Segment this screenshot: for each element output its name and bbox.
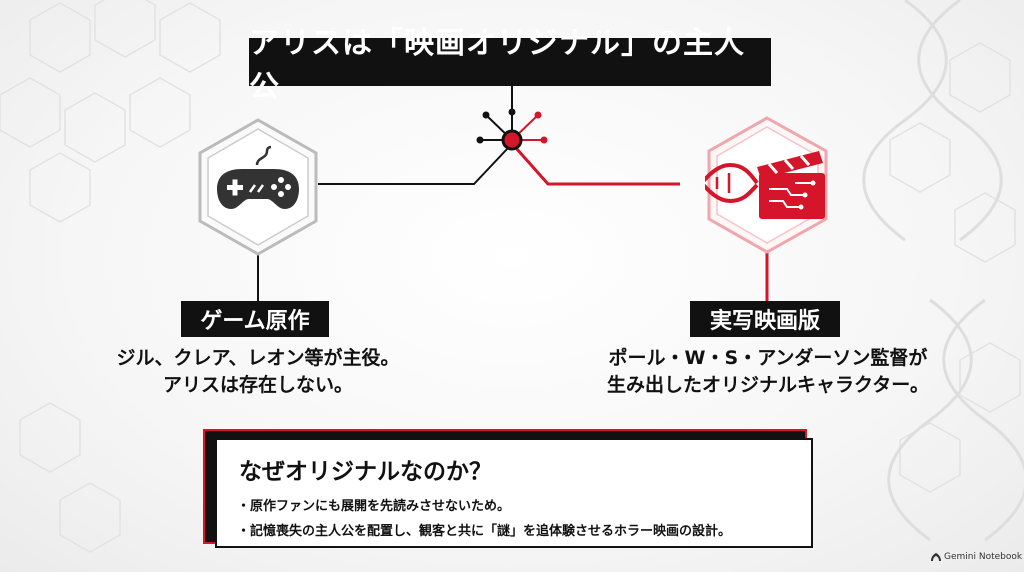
main-title: アリスは「映画オリジナル」の主人公 (249, 26, 771, 105)
game-hex (198, 118, 318, 256)
clapperboard-icon (757, 151, 825, 219)
brand-logo-icon (931, 553, 941, 561)
network-node-icon (476, 108, 548, 151)
dna-icon (705, 162, 759, 204)
callout-title: なぜオリジナルなのか？ (239, 459, 492, 485)
callout-bullet-2: ・記憶喪失の主人公を配置し、観客と共に「謎」を追体験させるホラー映画の設計。 (237, 524, 732, 539)
movie-description: ポール・W・S・アンダーソン監督が 生み出したオリジナルキャラクター。 (590, 345, 946, 399)
movie-desc-line-2: 生み出したオリジナルキャラクター。 (606, 374, 930, 396)
movie-label: 実写映画版 (690, 301, 840, 337)
game-label: ゲーム原作 (181, 301, 329, 337)
movie-hex (705, 116, 828, 254)
game-desc-line-1: ジル、クレア、レオン等が主役。 (116, 347, 400, 369)
brand-text: Gemini Notebook (944, 552, 1023, 562)
callout-bullet-1: ・原作ファンにも展開を先読みさせないため。 (237, 499, 511, 514)
movie-desc-line-1: ポール・W・S・アンダーソン監督が (608, 347, 928, 369)
game-description: ジル、クレア、レオン等が主役。 アリスは存在しない。 (108, 345, 408, 399)
gamepad-icon (217, 145, 299, 209)
game-desc-line-2: アリスは存在しない。 (162, 374, 353, 396)
brand-watermark: Gemini Notebook (931, 552, 1022, 562)
callout-box: なぜオリジナルなのか？ ・原作ファンにも展開を先読みさせないため。 ・記憶喪失の… (215, 438, 813, 548)
